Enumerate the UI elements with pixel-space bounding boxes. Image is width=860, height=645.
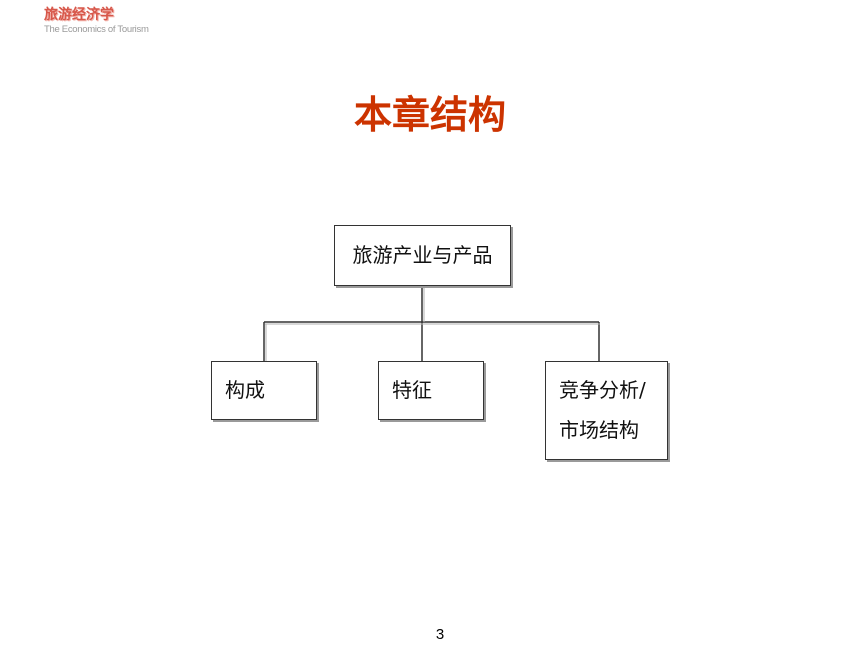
node-label-line-2: 市场结构 (559, 418, 639, 442)
logo: 旅游经济学 The Economics of Tourism (44, 8, 149, 35)
logo-chinese-text: 旅游经济学 (44, 7, 114, 23)
node-label: 构成 (225, 378, 265, 402)
logo-english-text: The Economics of Tourism (44, 24, 149, 35)
diagram-node-characteristics: 特征 (378, 361, 484, 420)
slide-title: 本章结构 (353, 93, 506, 137)
node-label-line-1: 竞争分析/ (559, 378, 646, 402)
page-number: 3 (435, 626, 445, 643)
diagram-node-composition: 构成 (211, 361, 317, 420)
node-label: 特征 (392, 378, 432, 402)
diagram-node-competition: 竞争分析/ 市场结构 (545, 361, 668, 460)
diagram-root-node: 旅游产业与产品 (334, 225, 511, 286)
